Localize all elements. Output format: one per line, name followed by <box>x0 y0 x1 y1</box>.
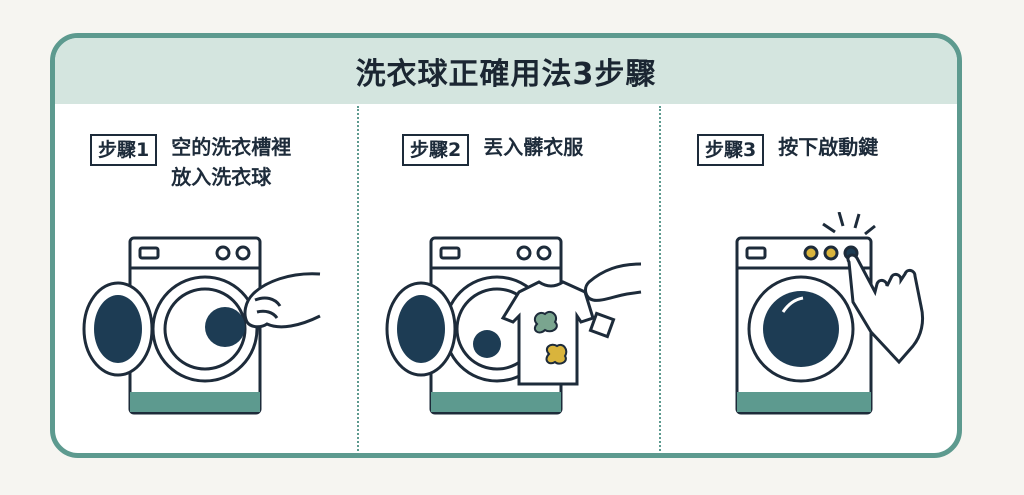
step-description-1-line2: 放入洗衣球 <box>171 165 272 189</box>
washer-with-clothes-illustration <box>385 236 642 415</box>
drum-window <box>763 291 839 367</box>
step-badge-1: 步驟1 <box>90 134 158 166</box>
step-description-3: 按下啟動鍵 <box>778 132 878 162</box>
pointing-hand-icon <box>846 253 925 365</box>
dial-knob <box>823 245 839 261</box>
step-description-3-line1: 按下啟動鍵 <box>778 135 879 159</box>
laundry-ball <box>473 330 501 358</box>
washer-with-ball-illustration <box>82 236 321 415</box>
step-description-2: 丟入髒衣服 <box>483 132 583 162</box>
step-panel-2: 步驟2 丟入髒衣服 <box>357 104 659 453</box>
door-window <box>397 295 445 363</box>
laundry-ball <box>205 307 245 347</box>
instruction-card: 洗衣球正確用法3步驟 步驟1 空的洗衣槽裡 放入洗衣球 <box>50 33 962 458</box>
page-title: 洗衣球正確用法3步驟 <box>355 57 657 92</box>
hand-icon <box>584 262 642 302</box>
step-heading-3: 步驟3 按下啟動鍵 <box>697 134 878 166</box>
stain-icon <box>545 343 568 365</box>
stain-icon <box>533 310 558 334</box>
washer-start-illustration <box>735 212 925 415</box>
step-panel-1: 步驟1 空的洗衣槽裡 放入洗衣球 <box>55 104 357 453</box>
press-spark-icon <box>837 212 845 227</box>
step-heading-1: 步驟1 空的洗衣槽裡 放入洗衣球 <box>90 134 291 192</box>
step-heading-2: 步驟2 丟入髒衣服 <box>402 134 583 166</box>
step-badge-3: 步驟3 <box>697 134 765 166</box>
washer-drum <box>747 275 855 383</box>
washer-base-stripe <box>431 392 561 412</box>
panel-divider-2 <box>659 106 661 451</box>
door-window <box>94 295 142 363</box>
step-description-2-line1: 丟入髒衣服 <box>483 135 584 159</box>
dirty-shirt-icon <box>500 280 595 386</box>
step-description-1-line1: 空的洗衣槽裡 <box>171 135 292 159</box>
title-banner: 洗衣球正確用法3步驟 <box>55 38 957 104</box>
panel-divider-1 <box>357 106 359 451</box>
washer-base-stripe <box>737 392 871 412</box>
hand-icon <box>243 272 321 329</box>
step-description-1: 空的洗衣槽裡 放入洗衣球 <box>171 132 291 192</box>
washer-base-stripe <box>130 392 260 412</box>
step-panel-3: 步驟3 按下啟動鍵 <box>659 104 957 453</box>
dial-knob <box>803 245 819 261</box>
step-badge-2: 步驟2 <box>402 134 470 166</box>
